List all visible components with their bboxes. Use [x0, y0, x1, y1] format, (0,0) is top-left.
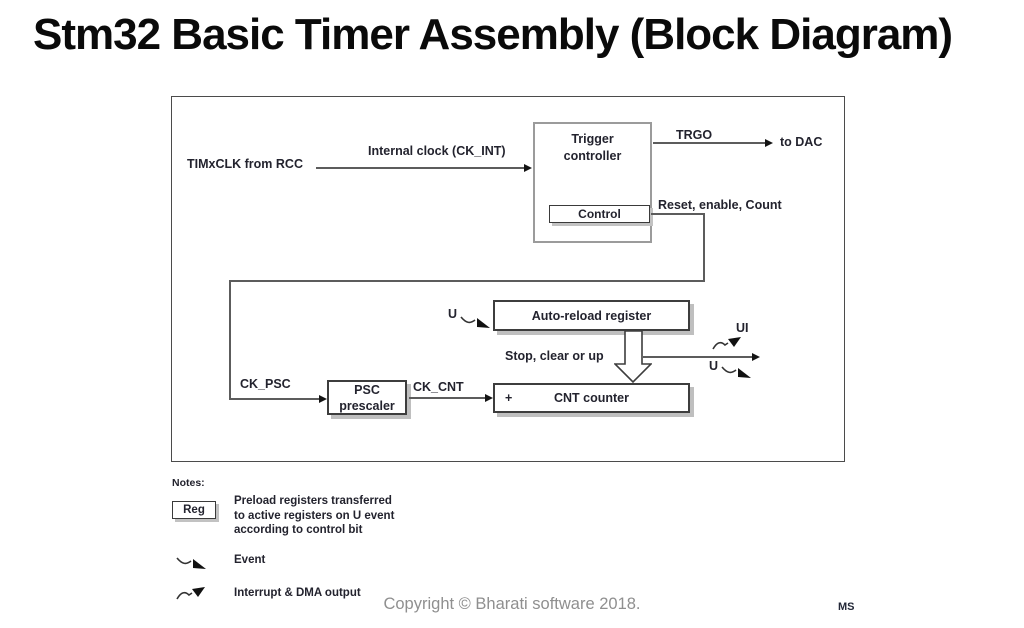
cnt-plus-label: +: [505, 391, 513, 405]
trigger-controller-box: Trigger controller: [533, 122, 652, 243]
reg-label: Reg: [183, 504, 205, 516]
trgo-line: [653, 142, 766, 144]
event-arrow-icon: [460, 316, 490, 328]
u-event-out-label: U: [709, 359, 719, 373]
trgo-arrowhead: [765, 138, 773, 147]
ck-psc-line: [229, 398, 320, 400]
feedback-line-h: [229, 280, 705, 282]
stop-clear-label: Stop, clear or up: [505, 349, 604, 363]
update-output-line: [643, 356, 753, 358]
interrupt-legend-label: Interrupt & DMA output: [234, 587, 361, 599]
block-down-arrow-icon: [614, 331, 652, 383]
reg-description: Preload registers transferred to active …: [234, 494, 394, 538]
trgo-label: TRGO: [676, 128, 713, 142]
ck-cnt-label: CK_CNT: [413, 380, 464, 394]
auto-reload-label: Auto-reload register: [531, 308, 652, 323]
notes-heading: Notes:: [172, 477, 205, 489]
page-title: Stm32 Basic Timer Assembly (Block Diagra…: [33, 10, 953, 59]
feedback-line-v: [229, 280, 231, 399]
reg-description-line3: according to control bit: [234, 524, 363, 537]
event-legend-label: Event: [234, 554, 266, 566]
cnt-counter-label: CNT counter: [554, 391, 629, 405]
internal-clock-line: [316, 167, 525, 169]
reg-description-line1: Preload registers transferred: [234, 495, 392, 507]
interrupt-arrow-icon: [712, 337, 741, 350]
copyright-text: Copyright © Bharati software 2018.: [383, 595, 641, 613]
control-out-line-v: [703, 213, 705, 281]
ck-psc-arrowhead: [319, 394, 327, 403]
interrupt-arrow-icon: [176, 587, 205, 600]
event-arrow-icon: [176, 557, 206, 569]
internal-clock-label: Internal clock (CK_INT): [368, 144, 506, 158]
internal-clock-arrowhead: [524, 163, 532, 172]
ck-psc-label: CK_PSC: [240, 377, 291, 391]
control-label: Control: [578, 207, 621, 221]
trigger-controller-label-line2: controller: [563, 149, 622, 163]
trigger-controller-label-line1: Trigger: [571, 132, 614, 146]
author-initials: MS: [838, 601, 855, 613]
reg-legend-box: Reg: [172, 501, 216, 519]
reset-enable-count-label: Reset, enable, Count: [658, 198, 782, 212]
u-event-in-label: U: [448, 307, 458, 321]
ui-label: UI: [736, 321, 749, 335]
ck-cnt-arrowhead: [485, 393, 493, 402]
auto-reload-register-box: Auto-reload register: [493, 300, 690, 331]
timxclk-label: TIMxCLK from RCC: [187, 157, 303, 171]
event-arrow-icon: [721, 366, 751, 378]
cnt-counter-box: + CNT counter: [493, 383, 690, 413]
ck-cnt-line: [409, 397, 486, 399]
psc-label-line1: PSC: [354, 382, 380, 397]
psc-prescaler-box: PSC prescaler: [327, 380, 407, 415]
psc-label-line2: prescaler: [339, 398, 395, 413]
control-out-line-h: [651, 213, 704, 215]
update-output-arrowhead: [752, 352, 760, 361]
control-box: Control: [549, 205, 650, 223]
reg-description-line2: to active registers on U event: [234, 509, 395, 522]
to-dac-label: to DAC: [780, 135, 823, 149]
